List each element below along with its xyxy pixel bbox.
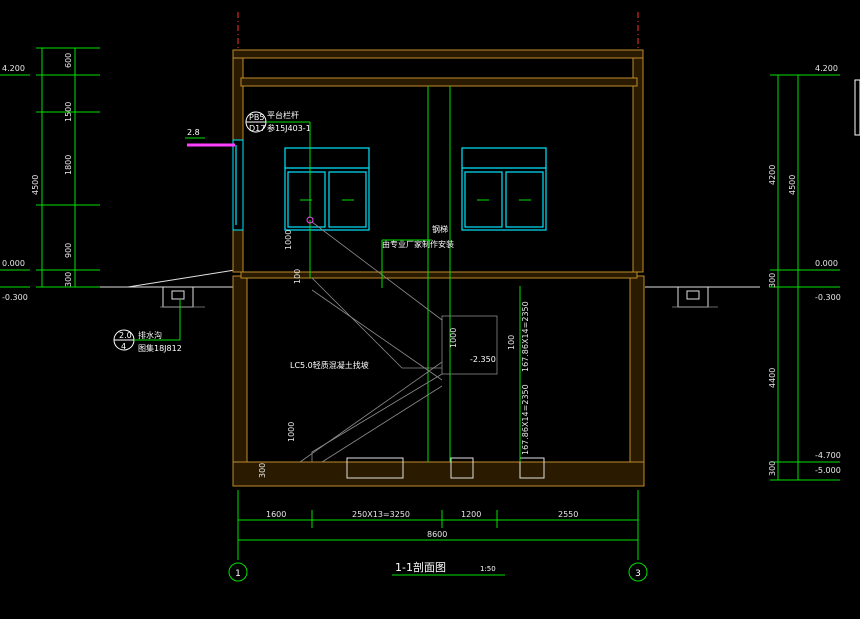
elev-left-top: 4.200 bbox=[2, 64, 25, 73]
svg-text:300: 300 bbox=[64, 272, 73, 287]
svg-text:1000: 1000 bbox=[287, 422, 296, 442]
elev-left-ground: -0.300 bbox=[2, 293, 28, 302]
window-right bbox=[461, 147, 547, 231]
dim-chain-bottom bbox=[237, 490, 639, 560]
drawing-title: 1-1剖面图 bbox=[395, 560, 446, 574]
base-block-1 bbox=[346, 457, 404, 479]
svg-text:参15J403-1: 参15J403-1 bbox=[267, 123, 311, 133]
base-slab bbox=[232, 461, 645, 487]
svg-text:300: 300 bbox=[258, 463, 267, 478]
drain-tag: 2.0 4 排水沟 图集18J812 bbox=[113, 300, 182, 353]
elev-right-floor: -4.700 bbox=[815, 451, 841, 460]
concrete-note: LC5.0轻质混凝土找坡 bbox=[290, 360, 369, 370]
canopy-level: 2.8 bbox=[187, 128, 200, 137]
svg-text:100: 100 bbox=[507, 335, 516, 350]
svg-text:4500: 4500 bbox=[31, 175, 40, 195]
drain-trench-left bbox=[160, 286, 205, 308]
svg-text:900: 900 bbox=[64, 243, 73, 258]
adjacent-frame bbox=[854, 79, 860, 136]
axis-bubble-left: 1 bbox=[228, 562, 248, 582]
svg-text:8600: 8600 bbox=[427, 530, 447, 539]
svg-text:250X13=3250: 250X13=3250 bbox=[352, 510, 410, 519]
svg-text:平台栏杆: 平台栏杆 bbox=[267, 110, 299, 120]
door-opening-left bbox=[232, 139, 244, 231]
ground-floor-slab bbox=[240, 271, 638, 279]
svg-text:300: 300 bbox=[768, 461, 777, 476]
svg-text:100: 100 bbox=[293, 269, 302, 284]
drain-trench-right bbox=[672, 286, 718, 308]
wall-right-basement bbox=[629, 275, 645, 487]
elev-left-zero: 0.000 bbox=[2, 259, 25, 268]
roof-slab bbox=[240, 77, 638, 87]
svg-text:PB5: PB5 bbox=[249, 113, 264, 122]
svg-text:1000: 1000 bbox=[284, 230, 293, 250]
elev-right-zero: 0.000 bbox=[815, 259, 838, 268]
svg-text:排水沟: 排水沟 bbox=[138, 330, 162, 340]
elev-right-base: -5.000 bbox=[815, 466, 841, 475]
stair-flight-lower bbox=[299, 361, 443, 463]
svg-text:600: 600 bbox=[64, 53, 73, 68]
elev-right-top: 4.200 bbox=[815, 64, 838, 73]
svg-text:1: 1 bbox=[235, 569, 241, 579]
base-block-2 bbox=[450, 457, 474, 479]
base-block-3 bbox=[519, 457, 545, 479]
stair-flight-upper bbox=[311, 221, 498, 381]
steel-stair-label: 钢梯 bbox=[432, 224, 448, 234]
elev-right-ground: -0.300 bbox=[815, 293, 841, 302]
parapet-top bbox=[232, 49, 644, 59]
svg-text:1600: 1600 bbox=[266, 510, 286, 519]
svg-text:4200: 4200 bbox=[768, 165, 777, 185]
svg-text:1200: 1200 bbox=[461, 510, 481, 519]
flight-lower-dim: 167.86X14=2350 bbox=[521, 384, 530, 455]
svg-text:1000: 1000 bbox=[449, 328, 458, 348]
wall-left-basement bbox=[232, 275, 248, 487]
svg-text:2.0: 2.0 bbox=[119, 331, 132, 340]
svg-text:3: 3 bbox=[635, 569, 641, 579]
axis-bubble-right: 3 bbox=[628, 562, 648, 582]
svg-text:2550: 2550 bbox=[558, 510, 578, 519]
drawing-scale: 1:50 bbox=[480, 565, 496, 573]
svg-text:1800: 1800 bbox=[64, 155, 73, 175]
svg-text:1500: 1500 bbox=[64, 102, 73, 122]
svg-text:D17: D17 bbox=[249, 124, 265, 133]
dim-chain-left bbox=[0, 47, 100, 288]
svg-text:4500: 4500 bbox=[788, 175, 797, 195]
dim-chain-right bbox=[770, 74, 840, 481]
flight-upper-dim: 167.86X14=2350 bbox=[521, 301, 530, 372]
svg-text:图集18J812: 图集18J812 bbox=[138, 343, 182, 353]
pb-tag: PB5 D17 平台栏杆 参15J403-1 bbox=[245, 110, 311, 218]
window-left bbox=[284, 147, 370, 231]
svg-text:4400: 4400 bbox=[768, 368, 777, 388]
landing-level: -2.350 bbox=[470, 355, 496, 364]
steel-stair-note: 由专业厂家制作安装 bbox=[382, 239, 454, 249]
svg-text:300: 300 bbox=[768, 273, 777, 288]
ground-slope-left bbox=[127, 269, 236, 288]
svg-text:4: 4 bbox=[121, 342, 126, 351]
